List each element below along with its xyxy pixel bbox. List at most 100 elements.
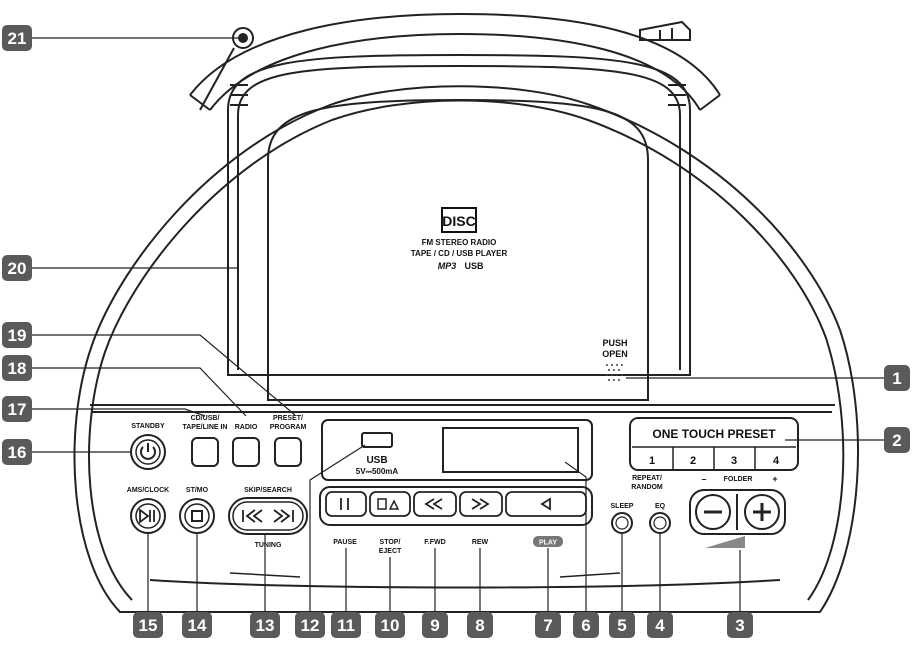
callout-17: 17 [2, 396, 32, 422]
callout-15-text: 15 [139, 616, 158, 635]
callout-21-text: 21 [8, 29, 27, 48]
random-label: RANDOM [631, 484, 663, 491]
play-label: PLAY [539, 540, 557, 547]
standby-button[interactable] [130, 434, 166, 470]
callout-5-text: 5 [617, 616, 626, 635]
standby-label: STANDBY [131, 423, 165, 430]
callout-leaders [30, 37, 885, 615]
callout-16: 16 [2, 439, 32, 465]
tape-pause-icon [340, 498, 349, 510]
skip-forward-icon [273, 509, 294, 523]
stop-button[interactable] [179, 498, 215, 534]
play-pause-icon [139, 508, 155, 524]
ffwd-label: F.FWD [424, 539, 445, 546]
push-open-marker[interactable]: PUSH OPEN [602, 338, 628, 381]
callout-15: 15 [133, 612, 163, 638]
cd-usb-tape-button[interactable] [191, 437, 219, 467]
mp3-logo: MP3 [438, 261, 457, 271]
callout-21: 21 [2, 25, 32, 51]
usb-spec-label: 5V⎓500mA [356, 467, 399, 476]
callout-16-text: 16 [8, 443, 27, 462]
tape-stop-eject-key[interactable] [369, 491, 411, 517]
tape-pause-key[interactable] [325, 491, 367, 517]
one-touch-preset: ONE TOUCH PRESET [629, 417, 799, 471]
fm-stereo-text: FM STEREO RADIO [422, 238, 497, 247]
boombox-body [73, 12, 859, 613]
pause-label: PAUSE [333, 539, 357, 546]
program-label: PROGRAM [270, 424, 307, 431]
radio-label: RADIO [235, 424, 258, 431]
rew-label: REW [472, 539, 489, 546]
lcd-display [442, 427, 579, 473]
eq-button[interactable] [649, 512, 671, 534]
rewind-icon [424, 498, 443, 510]
preset-button-4[interactable]: 4 [773, 455, 780, 467]
usb-port[interactable] [361, 432, 393, 448]
preset-button-3[interactable]: 3 [731, 455, 737, 467]
callout-12: 12 [295, 612, 325, 638]
stop-icon [191, 510, 203, 522]
callout-2-text: 2 [892, 431, 901, 450]
callout-18-text: 18 [8, 359, 27, 378]
callout-19-text: 19 [8, 326, 27, 345]
callout-14: 14 [182, 612, 212, 638]
callout-6-text: 6 [581, 616, 590, 635]
callout-18: 18 [2, 355, 32, 381]
play-pause-button[interactable] [130, 498, 166, 534]
usb-logo: USB [464, 261, 484, 271]
callout-12-text: 12 [301, 616, 320, 635]
sleep-label: SLEEP [611, 503, 634, 510]
callout-2: 2 [884, 427, 910, 453]
folder-minus-sign: – [701, 474, 706, 484]
radio-button[interactable] [232, 437, 260, 467]
callout-4: 4 [647, 612, 673, 638]
callout-11-text: 11 [337, 616, 355, 635]
tuning-label: TUNING [255, 542, 282, 549]
folder-label: FOLDER [724, 476, 753, 483]
skip-back-icon [242, 509, 263, 523]
callout-1-text: 1 [892, 369, 901, 388]
one-touch-preset-title: ONE TOUCH PRESET [652, 427, 776, 441]
preset-program-button[interactable] [274, 437, 302, 467]
callout-14-text: 14 [188, 616, 207, 635]
volume-wedge-icon [705, 536, 745, 548]
callout-8: 8 [467, 612, 493, 638]
callout-8-text: 8 [475, 616, 484, 635]
eject-label: EJECT [379, 548, 402, 555]
preset-4-label: 4 [773, 455, 780, 467]
disc-logo: DISC FM STEREO RADIO TAPE / CD / USB PLA… [411, 207, 507, 271]
callout-5: 5 [609, 612, 635, 638]
callout-20-text: 20 [8, 259, 27, 278]
callout-13: 13 [250, 612, 280, 638]
volume-rocker[interactable] [689, 489, 786, 548]
preset-button-1[interactable]: 1 [649, 455, 655, 467]
callout-3-text: 3 [735, 616, 744, 635]
play-label-badge [533, 536, 563, 547]
tape-play-icon [540, 497, 551, 511]
disc-logo-text: DISC [442, 213, 475, 229]
callout-9-text: 9 [430, 616, 439, 635]
callout-10: 10 [375, 612, 405, 638]
usb-port-label: USB [366, 455, 387, 466]
callout-10-text: 10 [381, 616, 400, 635]
callout-20: 20 [2, 255, 32, 281]
repeat-label: REPEAT/ [632, 475, 662, 482]
callout-3: 3 [727, 612, 753, 638]
callout-7: 7 [535, 612, 561, 638]
callout-4-text: 4 [655, 616, 665, 635]
callout-6: 6 [573, 612, 599, 638]
preset-1-label: 1 [649, 455, 655, 467]
tape-play-key[interactable] [505, 491, 587, 517]
sleep-button[interactable] [611, 512, 633, 534]
callout-1: 1 [884, 365, 910, 391]
skip-search-label: SKIP/SEARCH [244, 487, 292, 494]
preset-button-2[interactable]: 2 [690, 455, 696, 467]
eq-label: EQ [655, 503, 666, 510]
power-icon [140, 443, 156, 460]
ams-clock-label: AMS/CLOCK [127, 487, 169, 494]
skip-search-rocker[interactable] [228, 497, 308, 535]
tape-line-in-label: TAPE/LINE IN [183, 424, 228, 431]
stop-eject-icon [377, 498, 400, 510]
preset-3-label: 3 [731, 455, 737, 467]
